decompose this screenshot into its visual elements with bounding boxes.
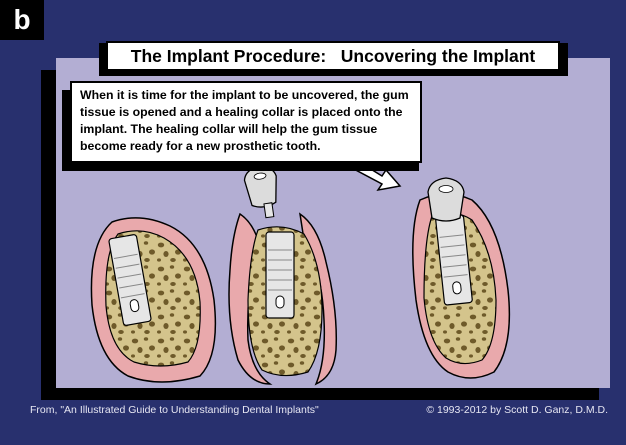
panel-label: b xyxy=(0,0,44,40)
procedure-description: When it is time for the implant to be un… xyxy=(70,81,422,163)
stage-collar-placement xyxy=(229,164,336,384)
page-title: The Implant Procedure: Uncovering the Im… xyxy=(106,41,560,71)
footer-copyright: © 1993-2012 by Scott D. Ganz, D.M.D. xyxy=(426,404,608,416)
healing-collar xyxy=(428,178,464,221)
healing-collar xyxy=(243,164,280,218)
implant-body xyxy=(266,232,294,318)
footer-source: From, "An Illustrated Guide to Understan… xyxy=(30,404,319,416)
stage-collar-placed xyxy=(413,178,510,378)
stage-covered-implant xyxy=(91,218,215,382)
